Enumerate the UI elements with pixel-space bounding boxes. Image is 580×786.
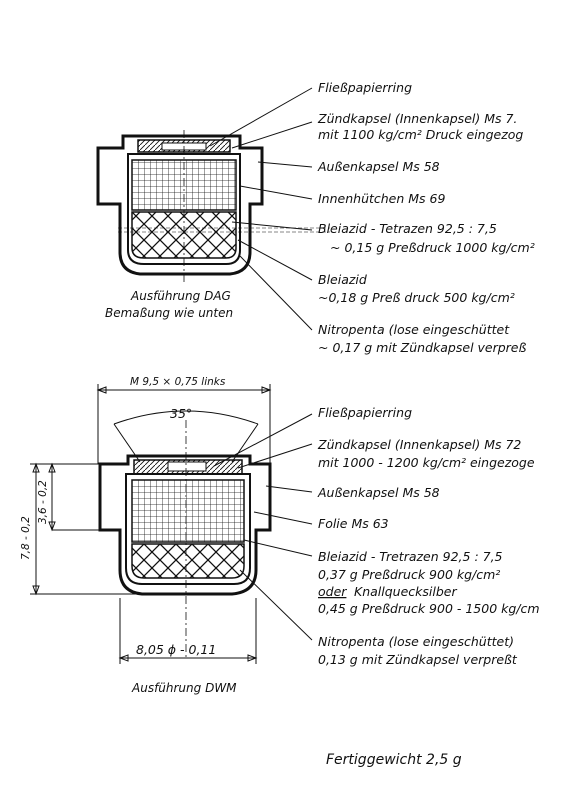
bottom-label-outer-cap: Außenkapsel Ms 58 xyxy=(317,485,440,500)
top-detonator-section xyxy=(96,130,330,285)
top-label-penta-line2: ~ 0,17 g mit Zündkapsel verpreß xyxy=(318,340,527,355)
dim-height-inner: 3,6 - 0,2 xyxy=(37,480,49,524)
bottom-label-azide-line1: Bleiazid - Tretrazen 92,5 : 7,5 xyxy=(318,549,503,564)
top-label-azide-line1: Bleiazid xyxy=(318,272,367,287)
top-caption-line1: Ausführung DAG xyxy=(130,289,231,303)
top-label-outer-cap: Außenkapsel Ms 58 xyxy=(317,159,440,174)
top-label-tetrazen-line2: ~ 0,15 g Preßdruck 1000 kg/cm² xyxy=(330,240,535,255)
bottom-label-inner-cap-line1: Zündkapsel (Innenkapsel) Ms 72 xyxy=(317,437,521,452)
top-label-tetrazen-line1: Bleiazid - Tetrazen 92,5 : 7,5 xyxy=(318,221,497,236)
top-leader-lines xyxy=(209,87,313,331)
bottom-label-inner-cap-line2: mit 1000 - 1200 kg/cm² eingezoge xyxy=(318,455,535,470)
bottom-detonator-section xyxy=(98,420,272,660)
bottom-label-azide-line3: Knallquecksilber xyxy=(354,584,457,599)
dim-angle: 35° xyxy=(170,406,192,421)
finished-weight: Fertiggewicht 2,5 g xyxy=(326,752,462,768)
bottom-label-paper-ring: Fließpapierring xyxy=(318,405,412,420)
top-label-paper-ring: Fließpapierring xyxy=(318,80,412,95)
top-label-inner-cap-line1: Zündkapsel (Innenkapsel) Ms 7. xyxy=(317,111,517,126)
bottom-caption: Ausführung DWM xyxy=(131,681,237,695)
bottom-dimension-lines xyxy=(30,384,272,664)
top-caption-line2: Bemaßung wie unten xyxy=(105,306,233,320)
dim-height-total: 7,8 - 0,2 xyxy=(20,516,32,560)
top-label-azide-line2: ~0,18 g Preß druck 500 kg/cm² xyxy=(318,290,515,305)
top-label-inner-cap-line2: mit 1100 kg/cm² Druck eingezog xyxy=(318,127,523,142)
bottom-label-penta-line1: Nitropenta (lose eingeschüttet) xyxy=(318,634,514,649)
bottom-label-or: oder xyxy=(318,584,347,599)
top-label-penta-line1: Nitropenta (lose eingeschüttet xyxy=(318,322,510,337)
bottom-label-azide-line4: 0,45 g Preßdruck 900 - 1500 kg/cm xyxy=(318,601,540,616)
bottom-label-azide-line2: 0,37 g Preßdruck 900 kg/cm² xyxy=(318,567,500,582)
bottom-leader-lines xyxy=(213,413,313,641)
dim-diameter: 8,05 ϕ - 0,11 xyxy=(136,642,216,657)
dim-thread: M 9,5 × 0,75 links xyxy=(130,376,226,388)
bottom-label-foil: Folie Ms 63 xyxy=(318,516,389,531)
bottom-label-penta-line2: 0,13 g mit Zündkapsel verpreßt xyxy=(318,652,518,667)
top-label-inner-hat: Innenhütchen Ms 69 xyxy=(318,191,445,206)
